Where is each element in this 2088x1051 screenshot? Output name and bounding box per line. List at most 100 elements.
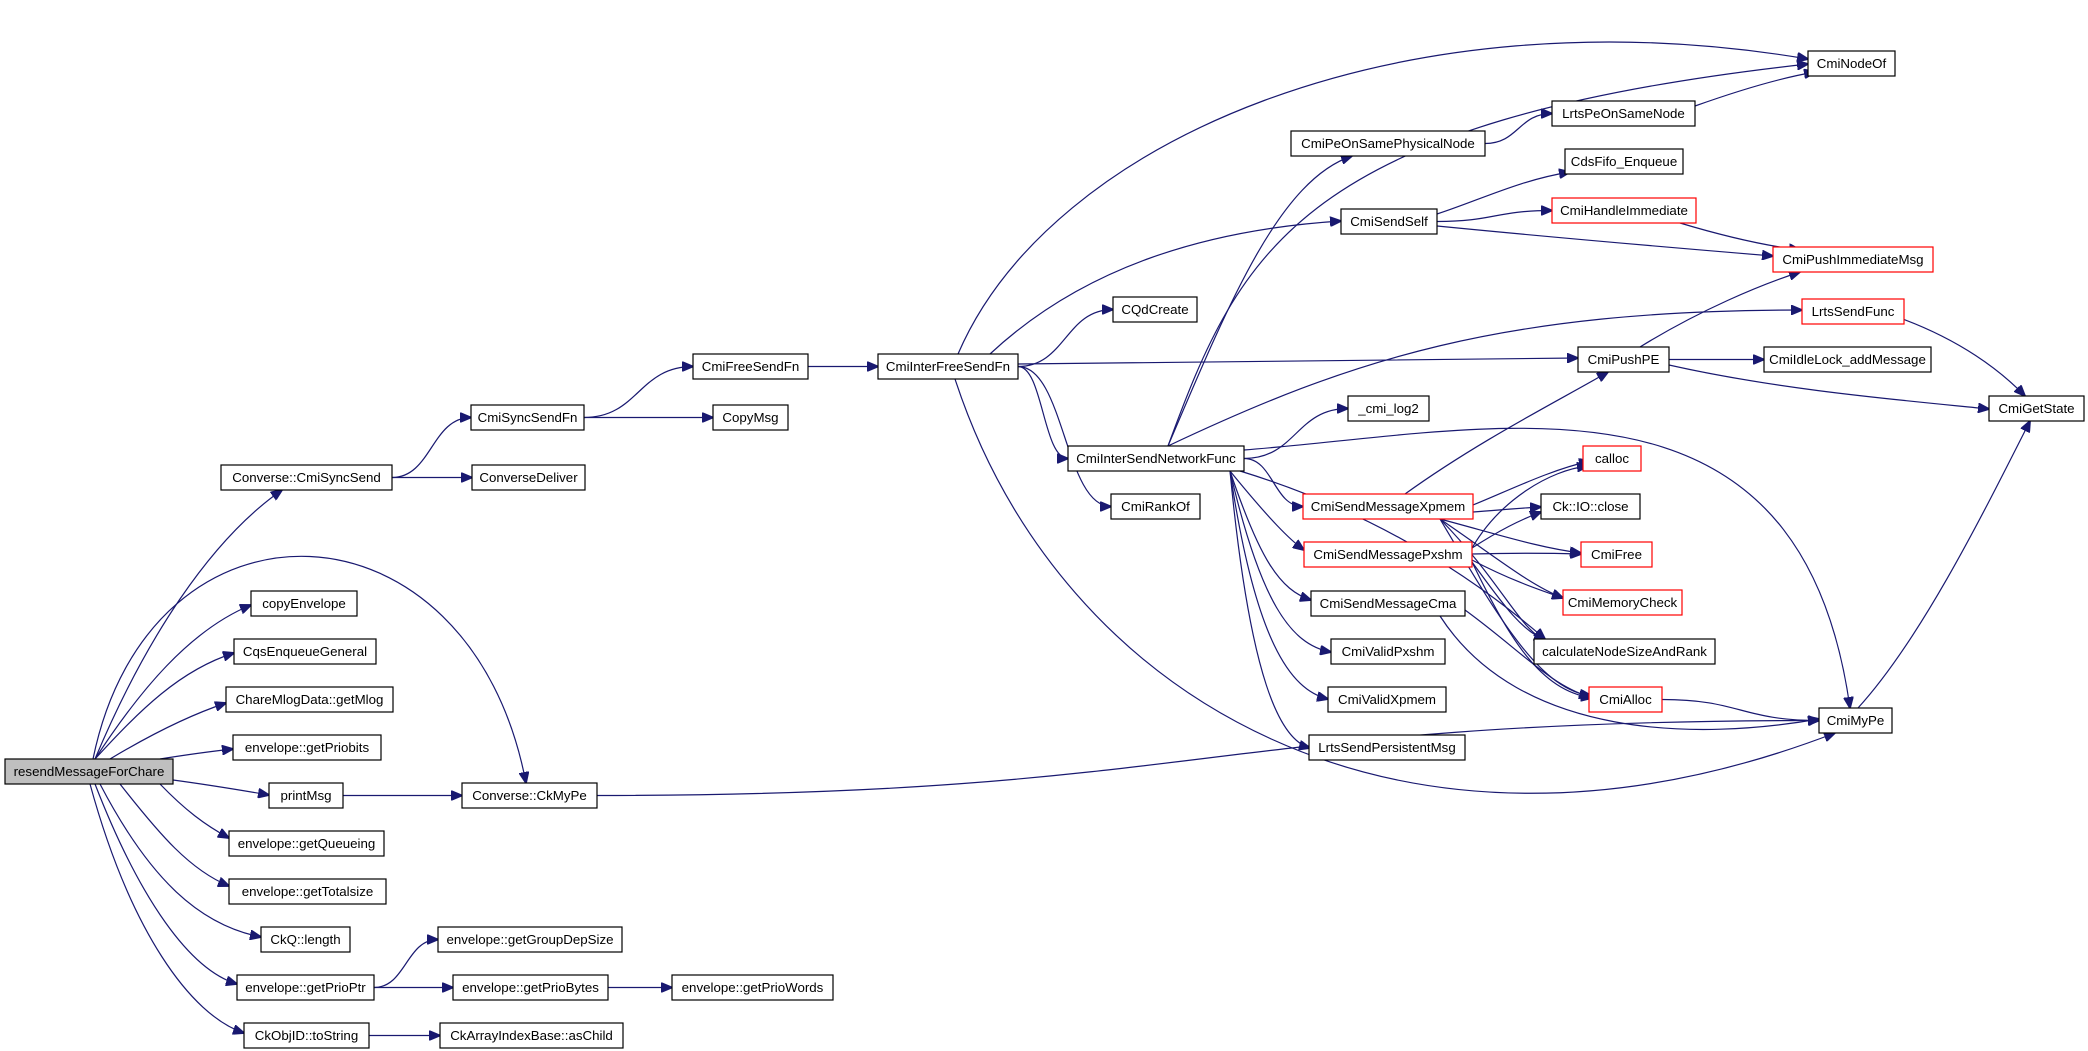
node-cmiintersendnetworkfunc[interactable]: CmiInterSendNetworkFunc bbox=[1067, 445, 1245, 472]
node-label: CmiSendMessageXpmem bbox=[1311, 499, 1465, 514]
node-charemlogdata-getmlog[interactable]: ChareMlogData::getMlog bbox=[225, 686, 394, 713]
node-box bbox=[1302, 493, 1474, 520]
node-cmivalidpxshm[interactable]: CmiValidPxshm bbox=[1330, 638, 1446, 665]
edge-cmisendmessagepxshm-to-cmifree bbox=[1471, 553, 1581, 554]
node-cdsfifo-enqueue[interactable]: CdsFifo_Enqueue bbox=[1564, 148, 1684, 175]
node-ck-io-close[interactable]: Ck::IO::close bbox=[1540, 493, 1641, 520]
node-cmisendmessagecma[interactable]: CmiSendMessageCma bbox=[1310, 590, 1466, 617]
edge-resendmessageforchare-to-converse-ckmype bbox=[92, 555, 526, 783]
node-box bbox=[470, 404, 585, 431]
edge-cmisendself-to-cdsfifo-enqueue bbox=[1436, 172, 1570, 215]
node-copymsg[interactable]: CopyMsg bbox=[712, 404, 789, 431]
node-box bbox=[1818, 707, 1893, 734]
node-label: envelope::getPriobits bbox=[245, 740, 370, 755]
edge-resendmessageforchare-to-cqsenqueuegeneral bbox=[94, 653, 234, 760]
edge-cmisendmessagexpmem-to-cmifree bbox=[1439, 518, 1581, 553]
node-copyenvelope[interactable]: copyEnvelope bbox=[250, 590, 358, 617]
node-box bbox=[437, 926, 623, 953]
node-envelope-getpriowords[interactable]: envelope::getPrioWords bbox=[671, 974, 834, 1001]
node-cmialloc[interactable]: CmiAlloc bbox=[1588, 686, 1663, 713]
node-label: envelope::getPrioBytes bbox=[462, 980, 599, 995]
node-cmipeonsamephysicalnode[interactable]: CmiPeOnSamePhysicalNode bbox=[1290, 130, 1486, 157]
node-box bbox=[1772, 246, 1934, 273]
edge-cmiintersendnetworkfunc-to-lrtssendpersistentmsg bbox=[1229, 470, 1310, 748]
edge-cmipeonsamephysicalnode-to-lrtspeonsamenode bbox=[1484, 114, 1552, 145]
node-box bbox=[1067, 445, 1245, 472]
node-cmiinterfreesendfn[interactable]: CmiInterFreeSendFn bbox=[877, 353, 1019, 380]
node-envelope-getpriobytes[interactable]: envelope::getPrioBytes bbox=[452, 974, 609, 1001]
node-conversedeliver[interactable]: ConverseDeliver bbox=[471, 464, 586, 491]
node-box bbox=[220, 464, 393, 491]
node-envelope-getpriobits[interactable]: envelope::getPriobits bbox=[232, 734, 382, 761]
node-lrtssendfunc[interactable]: LrtsSendFunc bbox=[1801, 298, 1905, 325]
node-box bbox=[1551, 197, 1697, 224]
node-cmifreesendfn[interactable]: CmiFreeSendFn bbox=[692, 353, 809, 380]
node-converse-cmisyncsend[interactable]: Converse::CmiSyncSend bbox=[220, 464, 393, 491]
node-label: ChareMlogData::getMlog bbox=[236, 692, 384, 707]
node-cmimype[interactable]: CmiMyPe bbox=[1818, 707, 1893, 734]
node-ckobjid-tostring[interactable]: CkObjID::toString bbox=[243, 1022, 370, 1049]
node-box bbox=[1310, 590, 1466, 617]
edge-resendmessageforchare-to-envelope-gettotalsize bbox=[119, 783, 229, 886]
edge-cmisendmessagepxshm-to-ck-io-close bbox=[1471, 512, 1541, 549]
node-box bbox=[236, 974, 375, 1001]
node-box bbox=[243, 1022, 370, 1049]
node-label: envelope::getQueueing bbox=[238, 836, 376, 851]
node-resendmessageforchare[interactable]: resendMessageForChare bbox=[4, 758, 174, 785]
node-label: CmiMemoryCheck bbox=[1568, 595, 1678, 610]
node-label: Ck::IO::close bbox=[1552, 499, 1628, 514]
node-cmipushpe[interactable]: CmiPushPE bbox=[1577, 346, 1670, 373]
node-envelope-getqueueing[interactable]: envelope::getQueueing bbox=[228, 830, 385, 857]
node-envelope-gettotalsize[interactable]: envelope::getTotalsize bbox=[228, 878, 387, 905]
edge-cmisendmessagepxshm-to-cmimemorycheck bbox=[1471, 559, 1563, 598]
node-cmifree[interactable]: CmiFree bbox=[1580, 541, 1653, 568]
edge-cmiintersendnetworkfunc-to-lrtssendfunc bbox=[1167, 310, 1802, 447]
edge-cmiintersendnetworkfunc-to-cmisendmessagepxshm bbox=[1229, 470, 1304, 550]
node-cqdcreate[interactable]: CQdCreate bbox=[1112, 296, 1198, 323]
node-printmsg[interactable]: printMsg bbox=[268, 782, 344, 809]
node-cmirankof[interactable]: CmiRankOf bbox=[1110, 493, 1201, 520]
node-box bbox=[712, 404, 789, 431]
node-ckarrayindexbase-aschild[interactable]: CkArrayIndexBase::asChild bbox=[439, 1022, 624, 1049]
node-envelope-getprioptr[interactable]: envelope::getPrioPtr bbox=[236, 974, 375, 1001]
node-calloc[interactable]: calloc bbox=[1582, 445, 1642, 472]
edge-converse-ckmype-to-cmimype bbox=[596, 721, 1819, 797]
node-label: _cmi_log2 bbox=[1357, 401, 1419, 416]
node-cmisyncsendfn[interactable]: CmiSyncSendFn bbox=[470, 404, 585, 431]
node-cmigetstate[interactable]: CmiGetState bbox=[1988, 395, 2085, 422]
node-cmisendmessagexpmem[interactable]: CmiSendMessageXpmem bbox=[1302, 493, 1474, 520]
node-cmimemorycheck[interactable]: CmiMemoryCheck bbox=[1562, 589, 1683, 616]
node-cqsenqueuegeneral[interactable]: CqsEnqueueGeneral bbox=[233, 638, 377, 665]
node-ckq-length[interactable]: CkQ::length bbox=[260, 926, 351, 953]
node-envelope-getgroupdepsize[interactable]: envelope::getGroupDepSize bbox=[437, 926, 623, 953]
node-cmivalidxpmem[interactable]: CmiValidXpmem bbox=[1327, 686, 1447, 713]
node-box bbox=[461, 782, 598, 809]
edge-cmiinterfreesendfn-to-cmisendself bbox=[989, 221, 1341, 355]
node-label: resendMessageForChare bbox=[14, 764, 165, 779]
node-cmiidlelock-addmessage[interactable]: CmiIdleLock_addMessage bbox=[1763, 346, 1932, 373]
node-box bbox=[471, 464, 586, 491]
node-label: CmiFreeSendFn bbox=[702, 359, 800, 374]
edge-cmiinterfreesendfn-to-cminodeof bbox=[957, 41, 1808, 355]
node-cmi-log2[interactable]: _cmi_log2 bbox=[1347, 395, 1430, 422]
node-box bbox=[260, 926, 351, 953]
node-box bbox=[1540, 493, 1641, 520]
node-cmipushimmediatemsg[interactable]: CmiPushImmediateMsg bbox=[1772, 246, 1934, 273]
node-cmisendself[interactable]: CmiSendSelf bbox=[1340, 208, 1438, 235]
node-calculatenodesizeandrank[interactable]: calculateNodeSizeAndRank bbox=[1533, 638, 1716, 665]
node-label: ConverseDeliver bbox=[479, 470, 578, 485]
node-box bbox=[1330, 638, 1446, 665]
node-lrtspeonsamenode[interactable]: LrtsPeOnSameNode bbox=[1551, 100, 1696, 127]
edge-cmimype-to-cmigetstate bbox=[1857, 421, 2030, 709]
edge-cmiinterfreesendfn-to-cqdcreate bbox=[1017, 310, 1113, 368]
node-cmisendmessagepxshm[interactable]: CmiSendMessagePxshm bbox=[1303, 541, 1473, 568]
node-label: envelope::getPrioPtr bbox=[245, 980, 366, 995]
node-lrtssendpersistentmsg[interactable]: LrtsSendPersistentMsg bbox=[1308, 734, 1466, 761]
node-box bbox=[250, 590, 358, 617]
node-cminodeof[interactable]: CmiNodeOf bbox=[1807, 50, 1896, 77]
edge-cmiintersendnetworkfunc-to-cmimype bbox=[1243, 427, 1850, 708]
node-converse-ckmype[interactable]: Converse::CkMyPe bbox=[461, 782, 598, 809]
node-label: LrtsPeOnSameNode bbox=[1562, 106, 1685, 121]
edge-cmisendmessagexpmem-to-cmipushpe bbox=[1404, 372, 1608, 495]
node-cmihandleimmediate[interactable]: CmiHandleImmediate bbox=[1551, 197, 1697, 224]
